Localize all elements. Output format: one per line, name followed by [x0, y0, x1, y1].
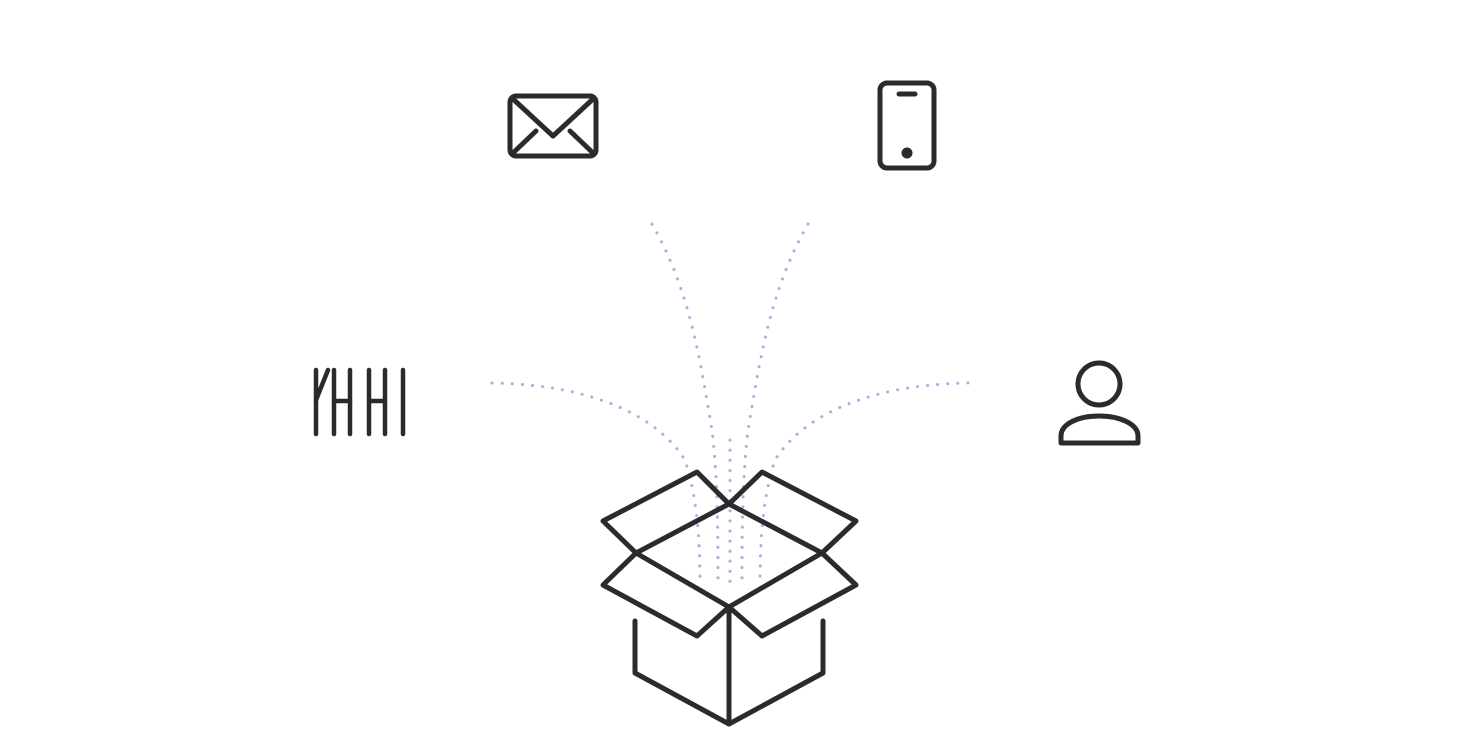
flow-line-tally: [490, 381, 702, 587]
tally-marks-icon: [313, 367, 406, 437]
user-icon: [1058, 360, 1141, 446]
envelope-icon: [507, 93, 599, 159]
smartphone-icon: [877, 80, 937, 171]
flow-line-envelope: [650, 222, 720, 587]
open-box-icon: [600, 469, 859, 727]
flow-lines: [490, 222, 970, 592]
flow-line-user: [758, 381, 970, 587]
